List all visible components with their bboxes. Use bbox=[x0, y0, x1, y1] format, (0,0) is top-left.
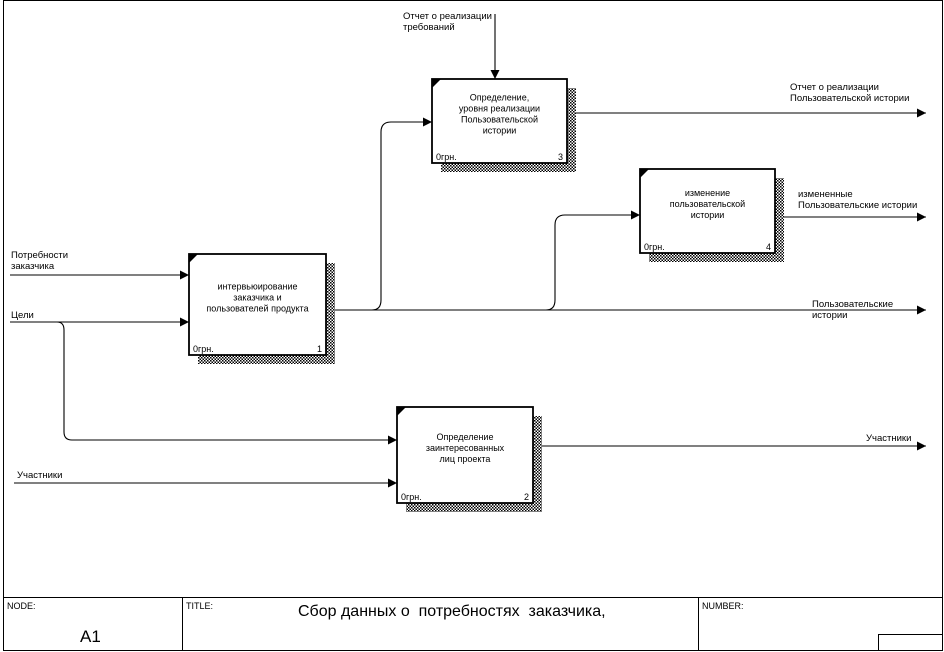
box-corner-mark bbox=[432, 79, 441, 88]
title-label: TITLE: bbox=[186, 601, 214, 611]
footer-grid bbox=[3, 597, 943, 651]
box-label-line: истории bbox=[691, 210, 725, 220]
arrow-goals-to-box2 bbox=[56, 321, 397, 445]
box-corner-mark bbox=[189, 254, 198, 263]
number-label: NUMBER: bbox=[702, 601, 744, 611]
box-number: 3 bbox=[558, 152, 563, 162]
box-label-line: Пользовательской bbox=[461, 115, 538, 125]
label-input-participants: Участники bbox=[17, 470, 62, 481]
box-number: 4 bbox=[766, 242, 771, 252]
box-border bbox=[431, 78, 568, 164]
box-cost: 0грн. bbox=[401, 492, 422, 502]
box-label-line: изменение bbox=[685, 188, 730, 198]
box-corner-mark bbox=[397, 407, 406, 416]
arrow-stories-to-box3 bbox=[371, 117, 432, 311]
box-cost: 0грн. bbox=[193, 344, 214, 354]
box-label-line: заказчика и bbox=[233, 293, 281, 303]
box-border bbox=[188, 253, 327, 356]
diagram-title: Сбор данных о потребностях заказчика, bbox=[298, 603, 606, 620]
label-output-participants: Участники bbox=[866, 433, 911, 444]
node-label: NODE: bbox=[7, 601, 36, 611]
box-cost: 0грн. bbox=[436, 152, 457, 162]
box-label-line: интервьюирование bbox=[218, 282, 298, 292]
label-input-goals: Цели bbox=[11, 310, 34, 321]
box-border bbox=[639, 168, 776, 254]
box-label-line: уровня реализации bbox=[459, 104, 540, 114]
box-number: 1 bbox=[317, 344, 322, 354]
box-3: Определение,уровня реализацииПользовател… bbox=[431, 78, 576, 172]
arrow-stories-to-box4 bbox=[545, 210, 640, 311]
box-label-line: Определение bbox=[437, 432, 494, 442]
box-border bbox=[396, 406, 534, 504]
node-value: A1 bbox=[80, 627, 101, 646]
box-label-line: истории bbox=[483, 126, 517, 136]
arrows bbox=[10, 14, 926, 488]
box-cost: 0грн. bbox=[644, 242, 665, 252]
box-label-line: заинтересованных bbox=[426, 443, 505, 453]
box-corner-mark bbox=[640, 169, 649, 178]
box-number: 2 bbox=[524, 492, 529, 502]
box-label-line: пользовательской bbox=[670, 199, 745, 209]
box-label-line: Определение, bbox=[470, 93, 529, 103]
box-label-line: пользователей продукта bbox=[206, 304, 308, 314]
diagram-frame bbox=[3, 0, 943, 651]
box-label-line: лиц проекта bbox=[440, 454, 491, 464]
